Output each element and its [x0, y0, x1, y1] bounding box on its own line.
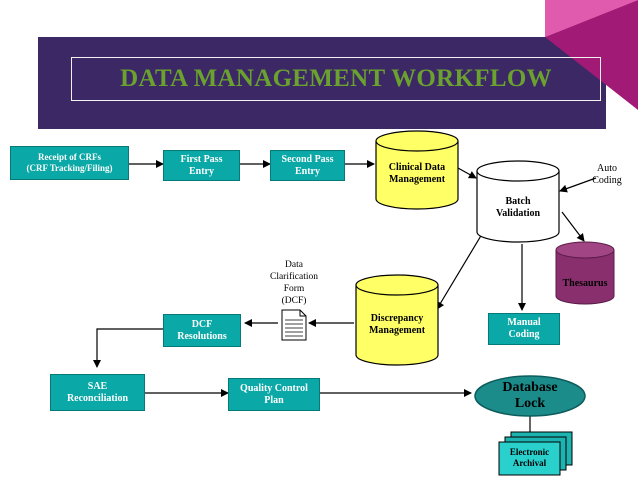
electronic-archival-stack — [498, 431, 573, 476]
arrow-batch-to-thesaurus — [561, 211, 585, 242]
thesaurus-label: Thesaurus — [562, 278, 608, 289]
title-box: DATA MANAGEMENT WORKFLOW — [71, 57, 601, 101]
receipt-crfs-box: Receipt of CRFs (CRF Tracking/Filing) — [10, 146, 129, 180]
dcf-resolutions-box: DCF Resolutions — [163, 314, 241, 347]
manual-coding-box: Manual Coding — [488, 313, 560, 345]
electronic-archival-label: Electronic Archival — [509, 447, 550, 468]
title-banner — [38, 37, 606, 129]
arrow-clinical-to-batch — [457, 167, 477, 179]
arrow-resolutions-to-sae — [93, 328, 163, 368]
discrepancy-cylinder — [355, 274, 439, 366]
discrepancy-label: Discrepancy Management — [368, 313, 426, 336]
dcf-label: Data Clarification Form (DCF) — [269, 260, 318, 306]
clinical-data-label: Clinical Data Management — [388, 162, 446, 185]
page-title: DATA MANAGEMENT WORKFLOW — [120, 65, 552, 92]
quality-control-plan-box: Quality Control Plan — [228, 378, 320, 411]
arrow-auto-coding — [559, 177, 597, 193]
second-pass-entry-box: Second Pass Entry — [270, 150, 345, 181]
batch-validation-label: Batch Validation — [495, 196, 541, 219]
corner-accent-light — [545, 0, 638, 37]
database-lock-shape — [474, 375, 586, 417]
first-pass-entry-box: First Pass Entry — [163, 150, 240, 181]
dcf-document-icon — [281, 309, 307, 341]
auto-coding-label: Auto Coding — [592, 163, 622, 186]
arrow-batch-to-discrepancy — [436, 233, 483, 310]
batch-validation-cylinder — [476, 160, 560, 243]
clinical-data-cylinder — [375, 130, 459, 210]
sae-reconciliation-box: SAE Reconciliation — [50, 374, 145, 411]
corner-accent-shade — [545, 0, 638, 110]
database-lock-label: Database Lock — [502, 380, 558, 411]
thesaurus-cylinder — [555, 241, 615, 305]
